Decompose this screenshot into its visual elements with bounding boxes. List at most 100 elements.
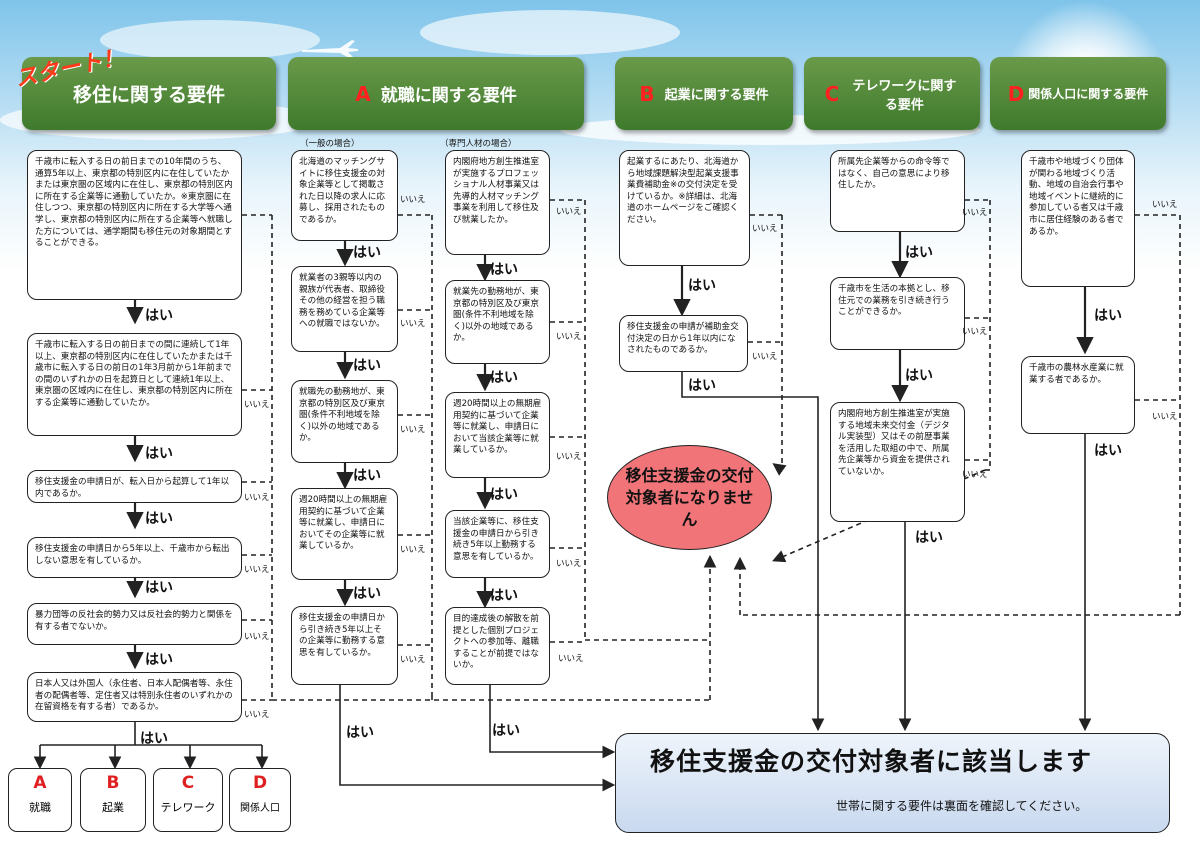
yes-label: はい	[1094, 308, 1122, 324]
b-req-2: 移住支援金の申請が補助金交付決定の日から1年以内になされたものであるか。	[619, 315, 748, 372]
header-telework: C テレワークに関する要件	[804, 57, 980, 130]
a-general-req-4: 週20時間以上の無期雇用契約に基づいて企業等に就業し、申請日においてその企業等に…	[291, 488, 398, 580]
yes-label: はい	[140, 731, 168, 747]
migration-req-4: 移住支援金の申請日から5年以上、千歳市から転出しない意思を有しているか。	[27, 537, 242, 578]
yes-label: はい	[492, 723, 520, 739]
yes-label: はい	[145, 308, 173, 324]
yes-label: はい	[490, 370, 518, 386]
no-label: いいえ	[244, 400, 270, 410]
yes-label: はい	[905, 368, 933, 384]
no-label: いいえ	[556, 559, 582, 569]
choice-telework[interactable]: C テレワーク	[153, 768, 223, 832]
header-b-title: 起業に関する要件	[664, 88, 769, 103]
c-req-3: 内閣府地方創生推進室が実施する地域未来交付金（デジタル実装型）又はその前歴事業を…	[830, 402, 965, 522]
d-req-1: 千歳市や地域づくり団体が関わる地域づくり活動、地域の自治会行事や地域イベントに継…	[1021, 150, 1135, 287]
yes-label: はい	[346, 725, 374, 741]
yes-label: はい	[353, 245, 381, 261]
header-migration-title: 移住に関する要件	[72, 84, 225, 106]
eligible-note: 世帯に関する要件は裏面を確認してください。	[836, 799, 1088, 813]
choice-label: 起業	[102, 801, 124, 814]
a-pro-req-3: 週20時間以上の無期雇用契約に基づいて企業等に就業し、申請日において当該企業等に…	[445, 392, 550, 478]
header-a-letter: A	[355, 81, 371, 106]
yes-label: はい	[145, 580, 173, 596]
migration-req-5: 暴力団等の反社会的勢力又は反社会的勢力と関係を有する者でないか。	[27, 603, 242, 645]
a-general-req-1: 北海道のマッチングサイトに移住支援金の対象企業等として掲載された日以降の求人に応…	[291, 150, 398, 241]
migration-req-3: 移住支援金の申請日が、転入日から起算して1年以内であるか。	[27, 470, 242, 503]
migration-req-6: 日本人又は外国人（永住者、日本人配偶者等、永住者の配偶者等、定住者又は特別永住者…	[27, 672, 242, 722]
sub-label-professional: （専門人材の場合）	[440, 139, 517, 149]
a-general-req-2: 就業者の3親等以内の親族が代表者、取締役その他の経営を担う職務を務めている企業等…	[291, 266, 398, 352]
a-general-req-5: 移住支援金の申請日から引き続き5年以上その企業等に勤務する意思を有しているか。	[291, 606, 398, 685]
a-pro-req-1: 内閣府地方創生推進室が実施するプロフェッショナル人材事業又は先導的人材マッチング…	[445, 150, 550, 255]
yes-label: はい	[490, 588, 518, 604]
c-req-1: 所属先企業等からの命令等ではなく、自己の意思により移住したか。	[830, 150, 965, 232]
no-label: いいえ	[244, 632, 270, 642]
a-pro-req-4: 当該企業等に、移住支援金の申請日から引き続き5年以上勤務する意思を有しているか。	[445, 510, 550, 578]
d-req-2: 千歳市の農林水産業に就業する者であるか。	[1021, 356, 1135, 434]
header-relation: D 関係人口に関する要件	[990, 57, 1166, 130]
b-req-1: 起業するにあたり、北海道から地域課題解決型起業支援事業費補助金※の交付決定を受け…	[619, 150, 750, 266]
yes-label: はい	[490, 262, 518, 278]
a-pro-req-5: 目的達成後の解散を前提とした個別プロジェクトへの参加等、離職することが前提ではな…	[445, 607, 550, 685]
eligible-title: 移住支援金の交付対象者に該当します	[650, 747, 1093, 776]
no-label: いいえ	[556, 452, 582, 462]
eligible-result: 移住支援金の交付対象者に該当します 世帯に関する要件は裏面を確認してください。	[615, 733, 1170, 833]
choice-label: 就職	[29, 801, 51, 814]
migration-req-2: 千歳市に転入する日の前日までの間に連続して1年以上、東京都の特別区内に在住してい…	[27, 333, 242, 436]
yes-label: はい	[353, 468, 381, 484]
choice-letter: D	[252, 773, 268, 793]
a-general-req-3: 就職先の勤務地が、東京都の特別区及び東京圏(条件不利地域を除く)以外の地域である…	[291, 380, 398, 463]
header-startup: B 起業に関する要件	[615, 57, 793, 130]
yes-label: はい	[688, 378, 716, 394]
header-c-title: テレワークに関する要件	[852, 78, 957, 113]
yes-label: はい	[145, 652, 173, 668]
no-label: いいえ	[752, 352, 778, 362]
yes-label: はい	[688, 278, 716, 294]
no-label: いいえ	[962, 208, 988, 218]
c-req-2: 千歳市を生活の本拠とし、移住元での業務を引き続き行うことができるか。	[830, 277, 965, 350]
no-label: いいえ	[400, 545, 426, 555]
no-label: いいえ	[244, 710, 270, 720]
a-pro-req-2: 就業先の勤務地が、東京都の特別区及び東京圏(条件不利地域を除く)以外の地域である…	[445, 280, 550, 364]
no-label: いいえ	[244, 493, 270, 503]
no-label: いいえ	[558, 654, 584, 664]
choice-letter: A	[33, 773, 47, 793]
no-label: いいえ	[962, 470, 988, 480]
choice-label: テレワーク	[160, 801, 216, 814]
choice-label: 関係人口	[240, 803, 280, 814]
yes-label: はい	[905, 245, 933, 261]
no-label: いいえ	[400, 319, 426, 329]
migration-req-1: 千歳市に転入する日の前日までの10年間のうち、通算5年以上、東京都の特別区内に在…	[27, 150, 242, 300]
no-label: いいえ	[752, 224, 778, 234]
no-label: いいえ	[1152, 412, 1178, 422]
choice-employment[interactable]: A 就職	[8, 768, 72, 832]
header-c-letter: C	[824, 81, 840, 106]
no-label: いいえ	[244, 565, 270, 575]
choice-startup[interactable]: B 起業	[80, 768, 146, 832]
sub-label-general: （一般の場合）	[300, 139, 360, 149]
airplane-icon	[302, 40, 358, 59]
yes-label: はい	[915, 530, 943, 546]
choice-relation[interactable]: D 関係人口	[229, 768, 291, 832]
not-eligible-result: 移住支援金の交付対象者になりません	[607, 445, 772, 550]
header-b-letter: B	[639, 81, 655, 106]
no-label: いいえ	[962, 327, 988, 337]
yes-label: はい	[145, 511, 173, 527]
choice-letter: B	[106, 773, 120, 793]
yes-label: はい	[1094, 443, 1122, 459]
no-label: いいえ	[400, 655, 426, 665]
yes-label: はい	[490, 487, 518, 503]
no-label: いいえ	[400, 425, 426, 435]
header-a-title: 就職に関する要件	[380, 86, 517, 106]
no-label: いいえ	[556, 207, 582, 217]
header-d-title: 関係人口に関する要件	[1028, 87, 1149, 101]
no-label: いいえ	[556, 332, 582, 342]
yes-label: はい	[353, 358, 381, 374]
header-migration: 移住に関する要件	[22, 57, 276, 130]
choice-letter: C	[181, 773, 195, 793]
no-label: いいえ	[1152, 200, 1178, 210]
no-label: いいえ	[400, 195, 426, 205]
cloud	[420, 10, 680, 55]
cloud	[100, 20, 320, 60]
